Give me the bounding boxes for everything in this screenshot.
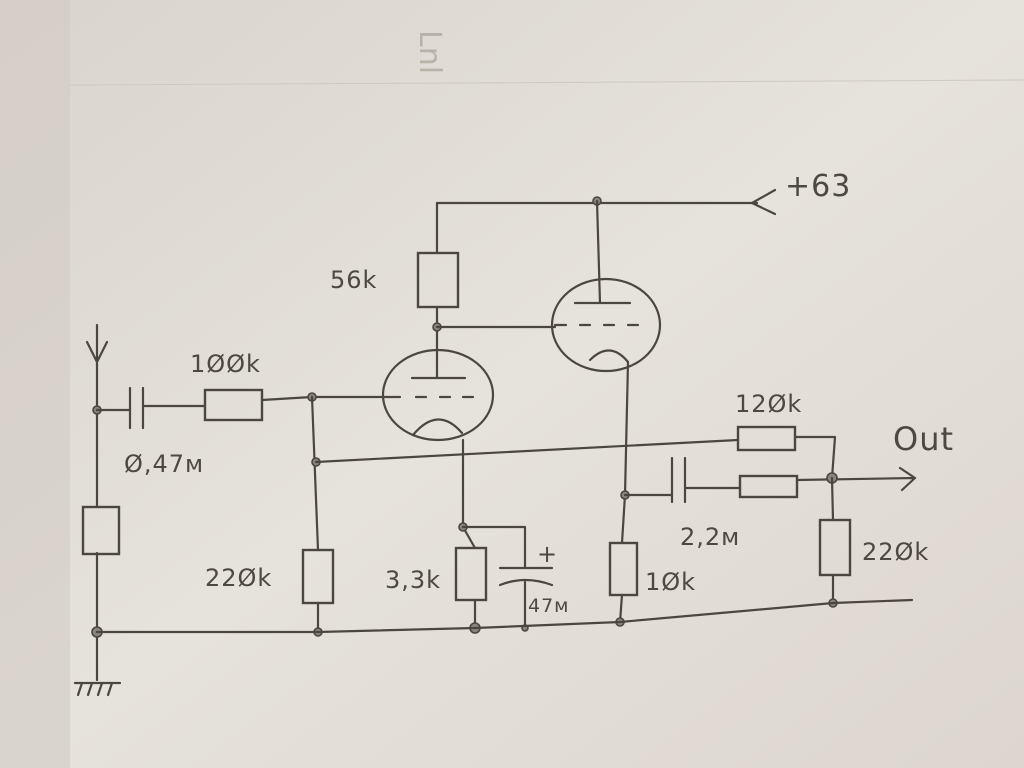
supply-voltage-label: +63 xyxy=(785,169,851,204)
grid-resistor xyxy=(301,395,335,637)
cathode-capacitor-polarity: + xyxy=(537,540,558,568)
plate-resistor-label: 56k xyxy=(330,266,377,294)
feedback-resistor-label: 12Øk xyxy=(735,390,802,418)
bleed-through-text: Lnl xyxy=(412,30,447,74)
tube-1-icon xyxy=(381,348,495,442)
output-network xyxy=(608,360,917,627)
grid-resistor-label: 22Øk xyxy=(205,564,272,592)
tube-2-icon xyxy=(550,199,662,373)
ground-rail xyxy=(95,601,835,634)
input-resistor-label: 1ØØk xyxy=(190,350,261,378)
output-resistor-label: 22Øk xyxy=(862,538,929,566)
paper-fold xyxy=(69,79,1024,86)
feedback-network xyxy=(314,425,837,480)
input-section xyxy=(73,323,390,697)
cathode-resistor-label: 3,3k xyxy=(385,566,441,594)
input-capacitor-label: Ø,47м xyxy=(124,450,204,478)
cathode-2-resistor-label: 1Øk xyxy=(645,568,696,596)
output-label: Out xyxy=(893,420,954,458)
output-capacitor-label: 2,2м xyxy=(680,523,740,551)
cathode-capacitor-label: 47м xyxy=(528,595,570,617)
paper-edge-shadow xyxy=(0,0,70,768)
plate-resistor xyxy=(416,201,557,380)
